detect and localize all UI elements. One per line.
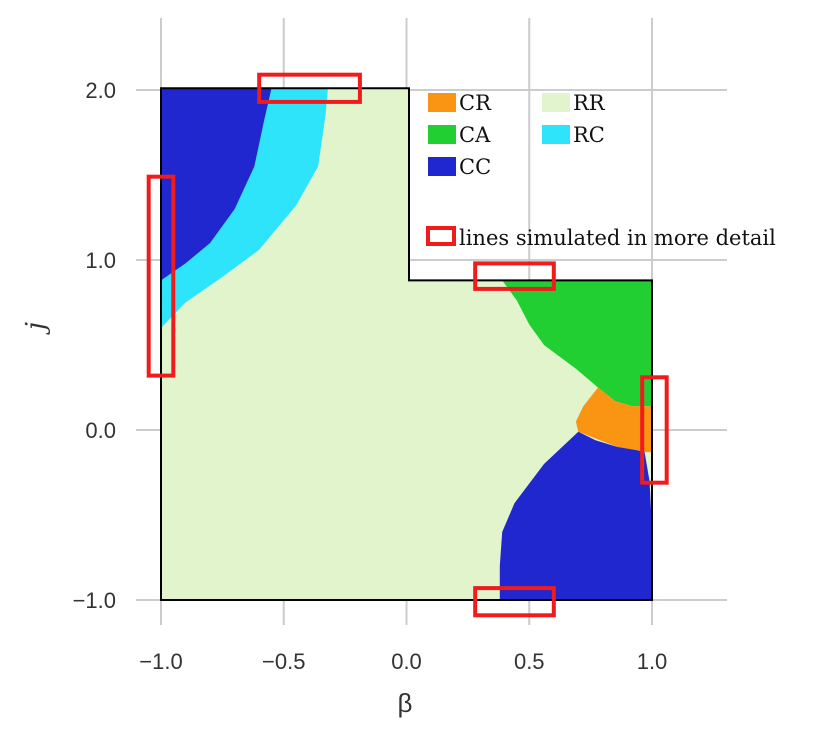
x-axis-label: β xyxy=(398,688,413,718)
y-axis-label: j xyxy=(21,322,51,335)
legend-label-cc: CC xyxy=(459,155,491,179)
region-cc-2 xyxy=(161,88,272,281)
legend-label-ca: CA xyxy=(459,123,491,147)
legend-label-detail: lines simulated in more detail xyxy=(459,226,776,250)
x-tick-label-3: 0.5 xyxy=(514,649,545,674)
detail-box-1 xyxy=(146,174,176,378)
tick-labels: −1.0 −0.5 0.0 0.5 1.0 −1.0 0.0 1.0 2.0 xyxy=(73,78,668,674)
domain-boundary xyxy=(160,87,653,601)
x-tick-label-0: −1.0 xyxy=(139,649,182,674)
detail-box-3 xyxy=(640,375,669,485)
legend: CR RR CA RC CC lines simulated in more detail xyxy=(426,91,776,250)
legend-swatch-rr xyxy=(542,93,570,112)
region-ca-3 xyxy=(502,280,652,407)
y-tick-label-0: −1.0 xyxy=(73,588,116,613)
domain-outline xyxy=(160,87,653,601)
y-tick-label-1: 0.0 xyxy=(85,418,116,443)
legend-label-rc: RC xyxy=(573,123,605,147)
legend-swatch-detail xyxy=(426,226,456,246)
x-tick-label-2: 0.0 xyxy=(391,649,422,674)
x-tick-label-4: 1.0 xyxy=(637,649,668,674)
legend-label-rr: RR xyxy=(573,91,606,115)
legend-label-cr: CR xyxy=(459,91,492,115)
legend-swatch-cr xyxy=(428,93,456,112)
legend-swatch-cc xyxy=(428,157,456,176)
x-tick-label-1: −0.5 xyxy=(262,649,305,674)
phase-regions xyxy=(161,88,652,601)
detail-box-2 xyxy=(473,261,556,291)
y-tick-label-3: 2.0 xyxy=(85,78,116,103)
legend-swatch-rc xyxy=(542,125,570,144)
region-cc-5 xyxy=(499,431,652,600)
region-cr-4 xyxy=(575,387,652,453)
detail-box-0 xyxy=(257,72,362,104)
y-tick-label-2: 1.0 xyxy=(85,248,116,273)
legend-swatch-ca xyxy=(428,125,456,144)
detail-boxes xyxy=(146,72,669,618)
detail-box-4 xyxy=(473,586,556,618)
